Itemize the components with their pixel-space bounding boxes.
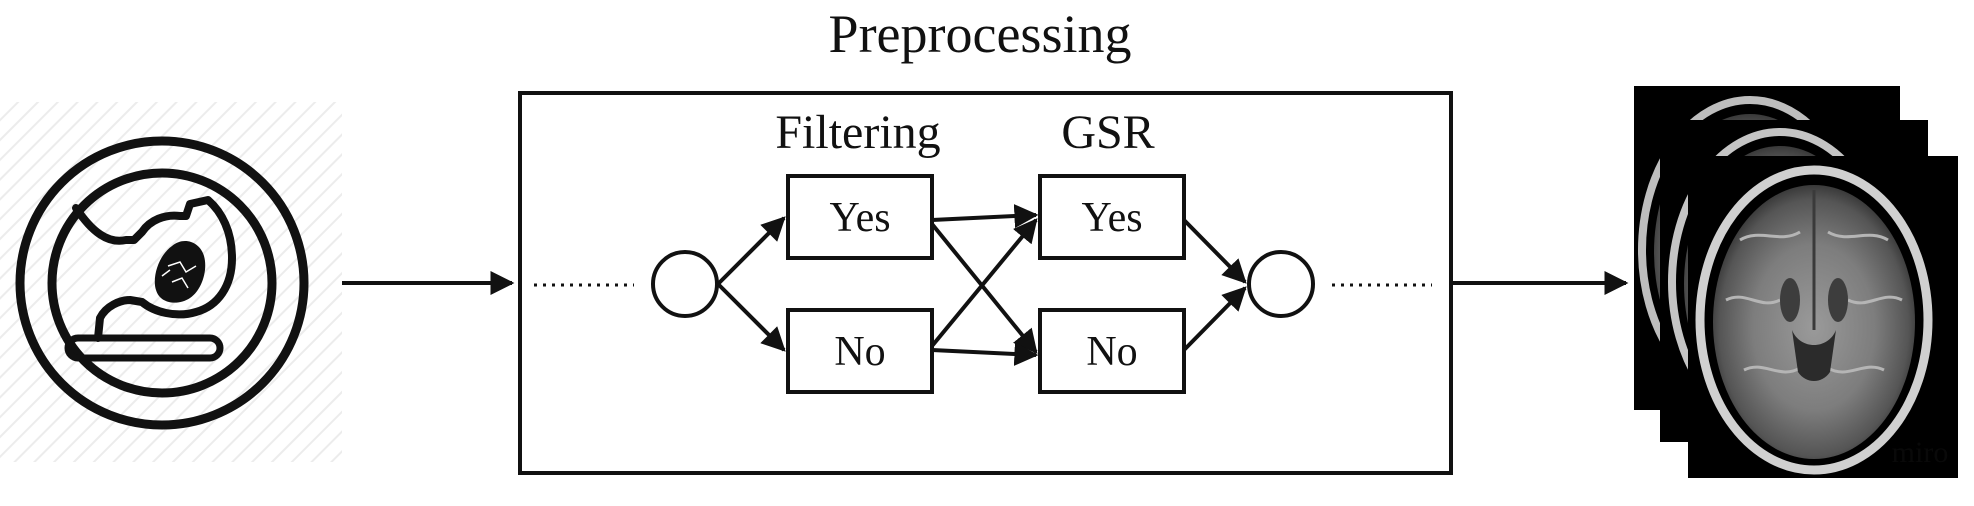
stage-label-filtering: Filtering: [775, 106, 940, 159]
watermark-text: miro: [1892, 436, 1949, 469]
edge-filtering-no-to-gsr-yes: [930, 218, 1038, 348]
gsr-no-label: No: [1086, 329, 1137, 375]
edges: [716, 204, 1247, 366]
edge-filtering-yes-to-gsr-yes: [931, 204, 1039, 229]
filtering-no-label: No: [834, 329, 885, 375]
edge-gsr-no-to-end: [1182, 286, 1247, 352]
mri-scanner-icon: [0, 102, 342, 462]
edge-start-to-filtering-no: [716, 282, 786, 352]
edge-gsr-yes-to-end: [1182, 218, 1247, 284]
end-node: [1247, 250, 1315, 318]
edge-start-to-filtering-yes: [716, 216, 786, 286]
gsr-yes-box: [1038, 174, 1186, 260]
gsr-yes-label: Yes: [1081, 195, 1142, 241]
brain-mri-stack: miro: [1634, 86, 1958, 478]
mri-slice-front: miro: [1688, 156, 1958, 478]
start-node: [651, 250, 719, 318]
filtering-yes-box: [786, 174, 934, 260]
edge-filtering-yes-to-gsr-no: [930, 222, 1038, 354]
edge-filtering-no-to-gsr-no: [931, 341, 1039, 366]
filtering-no-box: [786, 308, 934, 394]
stage-label-gsr: GSR: [1061, 106, 1154, 159]
filtering-yes-label: Yes: [829, 195, 890, 241]
diagram-title: Preprocessing: [829, 4, 1132, 64]
gsr-no-box: [1038, 308, 1186, 394]
